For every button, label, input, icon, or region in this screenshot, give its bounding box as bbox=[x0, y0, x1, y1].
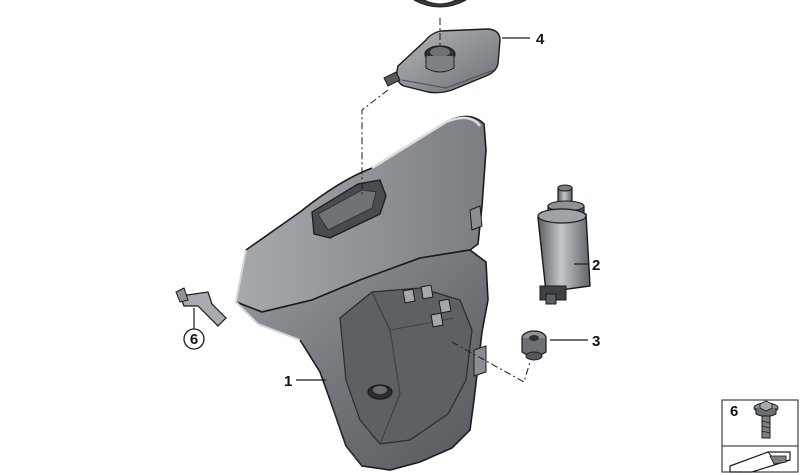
callout-1: 1 bbox=[284, 373, 292, 390]
callout-6: 6 bbox=[190, 331, 198, 348]
filler-cap-part bbox=[383, 0, 501, 94]
callout-4: 4 bbox=[536, 31, 545, 48]
legend-item-number: 6 bbox=[730, 403, 738, 420]
callout-6-circle: 6 bbox=[183, 328, 205, 350]
washer-pump-part bbox=[537, 184, 591, 305]
leader-lines bbox=[193, 37, 588, 381]
reservoir-part bbox=[175, 115, 489, 471]
bolt-icon bbox=[753, 400, 779, 439]
assembly-lines bbox=[361, 18, 531, 383]
callout-3: 3 bbox=[592, 333, 600, 350]
grommet-part bbox=[521, 330, 547, 361]
legend-panel: 6 bbox=[721, 399, 799, 473]
callout-2: 2 bbox=[592, 257, 600, 274]
clip-icon bbox=[729, 451, 791, 473]
